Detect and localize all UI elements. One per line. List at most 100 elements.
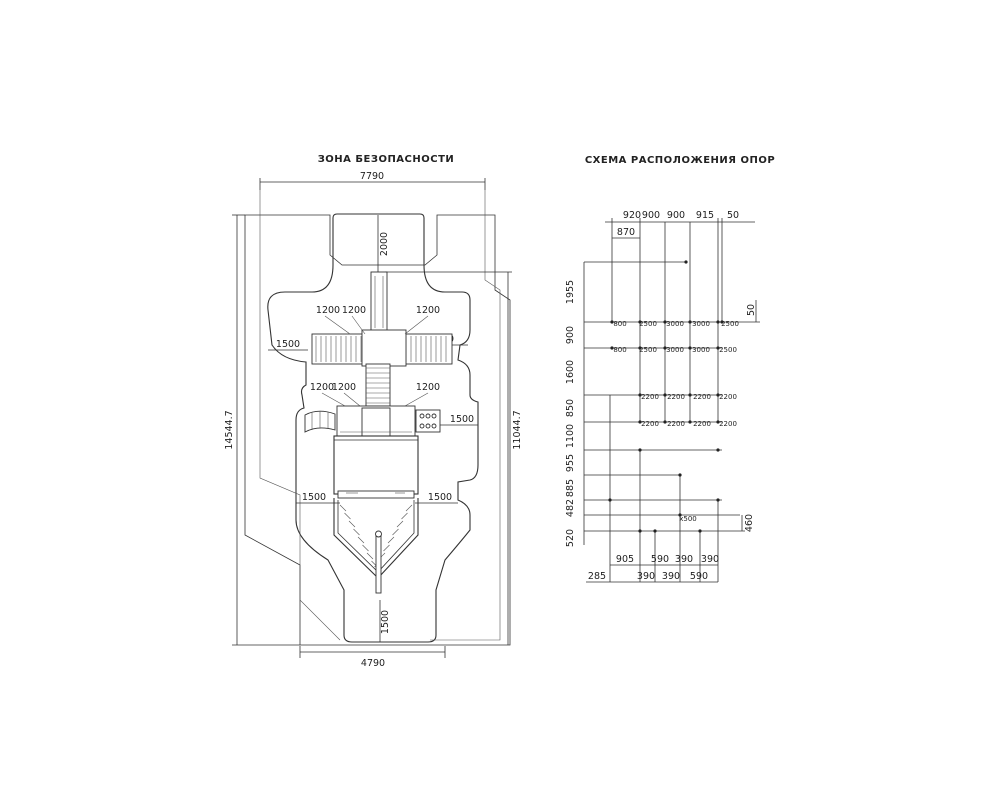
row1-val-5: 2500 <box>721 320 739 328</box>
support-point <box>688 320 692 324</box>
row1-val-4: 3000 <box>692 320 710 328</box>
left-dim-6: 955 <box>565 454 576 472</box>
left-dim-4: 850 <box>565 399 576 417</box>
hull-hatch <box>401 512 408 520</box>
support-layout-title: СХЕМА РАСПОЛОЖЕНИЯ ОПОР <box>585 155 775 166</box>
right-dim-top: 50 <box>746 304 757 316</box>
deck-top-c: 1200 <box>416 305 440 316</box>
dim-height-total: 14544.7 <box>224 410 235 449</box>
deck-mid-b: 1200 <box>332 382 356 393</box>
panel-bolt <box>419 423 425 429</box>
top-dim-4: 915 <box>696 210 714 221</box>
support-point <box>716 346 720 350</box>
safety-zone-outline <box>267 213 479 643</box>
hull-hatch <box>396 520 404 528</box>
support-row-1: 800 2500 3000 3000 2500 <box>613 320 739 328</box>
inner-boundary <box>259 190 341 641</box>
support-point <box>688 393 692 397</box>
left-dim-2: 900 <box>565 326 576 344</box>
support-row-4: 2200 2200 2200 2200 <box>641 420 737 428</box>
bottom2-dim-2: 390 <box>637 571 655 582</box>
support-point <box>663 393 667 397</box>
row4-val-1: 2200 <box>641 420 659 428</box>
row2-val-5: 2500 <box>719 346 737 354</box>
support-points <box>608 260 724 533</box>
hull-hatch <box>362 544 369 552</box>
panel-bolt <box>425 423 431 429</box>
support-point <box>638 529 642 533</box>
support-point <box>716 393 720 397</box>
support-point <box>638 346 642 350</box>
playground-equipment: 1200 1200 1200 1200 1200 1200 <box>304 271 453 594</box>
support-point <box>663 320 667 324</box>
ladder <box>365 363 391 407</box>
hull-hatch <box>357 536 365 544</box>
support-point <box>638 420 642 424</box>
dim-width-top: 7790 <box>360 171 384 182</box>
hull-hatch <box>339 504 347 512</box>
support-point <box>638 393 642 397</box>
deck-top-a: 1200 <box>316 305 340 316</box>
row1-val-1: 800 <box>613 320 626 328</box>
top-dim-3: 900 <box>667 210 685 221</box>
row4-val-4: 2200 <box>719 420 737 428</box>
support-point <box>678 513 682 517</box>
upper-platform <box>361 329 407 367</box>
dim-width-bottom: 4790 <box>361 658 385 669</box>
right-side-panel <box>415 409 441 433</box>
row1-val-2: 2500 <box>639 320 657 328</box>
dim-offset-bottom: 1500 <box>380 610 391 634</box>
row4-val-2: 2200 <box>667 420 685 428</box>
support-point <box>610 346 614 350</box>
left-dim-8: 482 <box>565 499 576 517</box>
deck-top-b: 1200 <box>342 305 366 316</box>
support-row-2: 800 2500 3000 3000 2500 <box>613 346 737 354</box>
deck-mid-c: 1200 <box>416 382 440 393</box>
support-point <box>720 320 724 324</box>
bottom1-dim-2: 590 <box>651 554 669 565</box>
safety-zone-drawing: ЗОНА БЕЗОПАСНОСТИ 7790 4790 14544.7 1104… <box>224 154 523 669</box>
hull-hatch <box>344 512 351 520</box>
row2-val-3: 3000 <box>666 346 684 354</box>
x500-label: x500 <box>679 515 697 523</box>
main-enclosure <box>333 435 419 495</box>
support-point <box>716 498 720 502</box>
dim-offset-right-lower: 1500 <box>428 492 452 503</box>
dim-offset-left-upper: 1500 <box>276 339 300 350</box>
row2-val-2: 2500 <box>639 346 657 354</box>
bottom2-dim-4: 590 <box>690 571 708 582</box>
row3-val-4: 2200 <box>719 393 737 401</box>
right-dim-bottom: 460 <box>744 514 755 532</box>
support-point <box>610 320 614 324</box>
bottom1-dim-1: 905 <box>616 554 634 565</box>
row1-val-3: 3000 <box>666 320 684 328</box>
row4-val-3: 2200 <box>693 420 711 428</box>
support-point <box>608 498 612 502</box>
panel-bolt <box>419 413 425 419</box>
support-point <box>688 346 692 350</box>
support-point <box>678 473 682 477</box>
support-point <box>663 346 667 350</box>
support-point <box>698 529 702 533</box>
left-dim-7: 885 <box>565 479 576 497</box>
bottom1-dim-4: 390 <box>701 554 719 565</box>
support-point <box>638 320 642 324</box>
bottom1-dim-3: 390 <box>675 554 693 565</box>
panel-bolt <box>431 413 437 419</box>
support-layout-drawing: СХЕМА РАСПОЛОЖЕНИЯ ОПОР 920 900 900 915 … <box>565 155 775 583</box>
top-slide <box>370 271 388 333</box>
left-dim-1: 1955 <box>565 280 576 304</box>
top-dim-1: 920 <box>623 210 641 221</box>
hull-hatch <box>383 544 390 552</box>
row3-val-2: 2200 <box>667 393 685 401</box>
row3-val-3: 2200 <box>693 393 711 401</box>
support-point <box>716 448 720 452</box>
safety-zone-title: ЗОНА БЕЗОПАСНОСТИ <box>318 154 455 165</box>
left-dim-3: 1600 <box>565 360 576 384</box>
bottom2-dim-1: 285 <box>588 571 606 582</box>
support-point <box>663 420 667 424</box>
support-point <box>688 420 692 424</box>
enclosure-beam <box>337 490 415 499</box>
left-dim-5: 1100 <box>565 424 576 448</box>
